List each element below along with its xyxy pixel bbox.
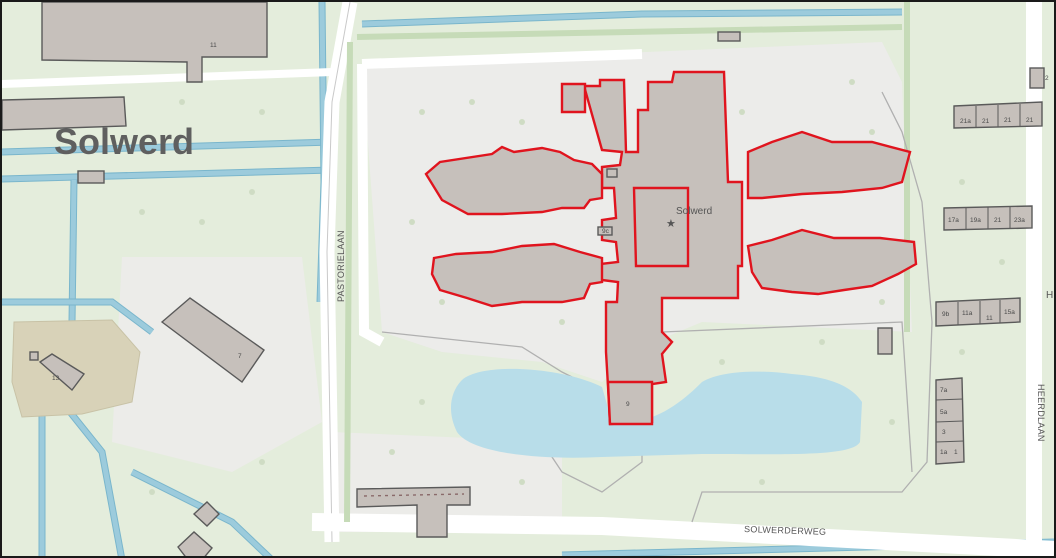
building-sw-diamond-2 bbox=[177, 531, 213, 556]
house-number-17a: 17a bbox=[948, 217, 959, 224]
selected-south-room[interactable] bbox=[606, 380, 654, 426]
building-small-shed bbox=[77, 170, 105, 184]
road-label-heerdlaan: HEERDLAAN bbox=[1036, 384, 1046, 442]
building-e-row-3 bbox=[935, 297, 1021, 327]
house-number-9b-row: 9b bbox=[942, 311, 950, 318]
selected-wing-ne[interactable] bbox=[746, 130, 912, 200]
road-label-pastorielaan: PASTORIELAAN bbox=[336, 230, 346, 302]
building-south-row bbox=[356, 486, 471, 538]
road-north bbox=[2, 68, 333, 88]
house-number-21c: 21 bbox=[1004, 117, 1012, 124]
edge-letter-h: H bbox=[1046, 290, 1053, 301]
house-number-13: 13 bbox=[52, 375, 60, 382]
road-label-solwerderweg: SOLWERDERWEG bbox=[744, 524, 827, 537]
building-top-small bbox=[717, 31, 741, 42]
house-number-23a: 23a bbox=[1014, 217, 1025, 224]
building-nw-large bbox=[41, 2, 268, 83]
building-sw-diamond-1 bbox=[192, 501, 220, 527]
hedge-strip-north bbox=[356, 24, 903, 40]
house-number-21d: 21 bbox=[1026, 117, 1034, 124]
road-pastorielaan-edge bbox=[326, 2, 351, 543]
road-estate-drive bbox=[357, 49, 643, 347]
canal-north bbox=[2, 139, 333, 182]
house-number-1b: 1 bbox=[954, 449, 958, 456]
house-number-9: 9 bbox=[626, 401, 630, 408]
hedge-strip-west bbox=[344, 41, 353, 523]
house-number-21e: 21 bbox=[994, 217, 1002, 224]
house-number-7a: 7a bbox=[940, 387, 948, 394]
poi-star-icon: ★ bbox=[666, 217, 676, 230]
poi-label-solwerd: Solwerd bbox=[676, 206, 712, 217]
house-number-21a: 21a bbox=[960, 118, 971, 125]
selected-inner-court[interactable] bbox=[632, 186, 690, 268]
house-number-9-annex: 9c bbox=[602, 228, 610, 235]
selected-wing-sw[interactable] bbox=[430, 242, 604, 308]
selected-wing-nw[interactable] bbox=[424, 145, 604, 216]
house-number-2: 2 bbox=[1045, 75, 1049, 82]
building-marsh-small bbox=[29, 351, 39, 361]
paved-lot-south bbox=[332, 432, 562, 532]
building-w-strip bbox=[2, 96, 127, 131]
house-number-11a: 11a bbox=[962, 310, 973, 317]
paved-parking-area bbox=[112, 257, 322, 472]
building-south-row-hatch bbox=[363, 493, 465, 497]
house-number-7: 7 bbox=[238, 353, 242, 360]
house-number-11b: 11 bbox=[986, 315, 993, 322]
east-houses: 2 21a 21 21 21 17a 19a 21 23a 9b 11a 11 … bbox=[877, 67, 1049, 465]
pond bbox=[450, 368, 862, 458]
building-courtyard-kiosk-1 bbox=[606, 168, 618, 178]
building-west-7 bbox=[160, 297, 265, 383]
building-e-small-2 bbox=[1029, 67, 1045, 89]
road-solwerderweg bbox=[311, 513, 1054, 556]
house-number-21b: 21 bbox=[982, 118, 990, 125]
house-number-1a: 1a bbox=[940, 449, 948, 456]
canal-southwest bbox=[2, 299, 272, 556]
trees bbox=[139, 79, 1005, 495]
house-number-15a: 15a bbox=[1004, 309, 1015, 316]
house-number-19a: 19a bbox=[970, 217, 981, 224]
building-e-garage bbox=[877, 327, 893, 355]
building-courtyard-kiosk-2 bbox=[597, 226, 613, 236]
house-number-5a: 5a bbox=[940, 409, 948, 416]
building-marsh-13 bbox=[38, 353, 86, 392]
selected-annex-top[interactable] bbox=[560, 82, 587, 114]
house-number-11: 11 bbox=[210, 42, 217, 49]
canal-top bbox=[361, 9, 903, 27]
selected-monument-complex[interactable] bbox=[424, 70, 918, 426]
place-label-solwerd: Solwerd bbox=[54, 121, 194, 162]
house-number-3: 3 bbox=[942, 429, 946, 436]
selected-wing-se[interactable] bbox=[746, 228, 918, 296]
footpath-east-loop bbox=[691, 91, 933, 523]
